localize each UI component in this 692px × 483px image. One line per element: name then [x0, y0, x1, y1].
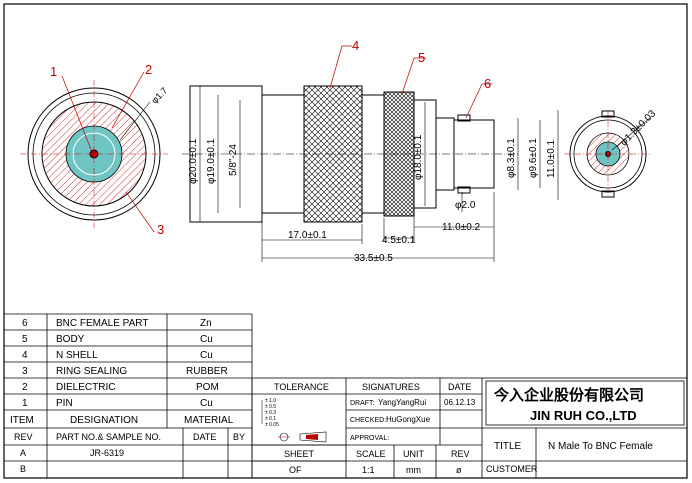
company-name-en: JIN RUH CO.,LTD — [530, 408, 637, 423]
rev-row-a: A — [20, 448, 26, 458]
tol-row: ± 0.5 — [265, 404, 276, 410]
draft-label: DRAFT: — [350, 400, 375, 407]
bom-material: Cu — [200, 398, 213, 409]
rev-row-b: B — [20, 464, 26, 474]
tol-row: ± 0.1 — [265, 416, 276, 422]
dim-thread: 5/8"-24 — [228, 144, 239, 176]
dim-len-4-5: 4.5±0.1 — [382, 235, 416, 246]
bom-material: RUBBER — [186, 366, 228, 377]
dim-phi-18: φ18.0±0.1 — [413, 134, 424, 180]
callout-3: 3 — [157, 222, 164, 237]
dim-phi-19: φ19.0±0.1 — [206, 138, 217, 184]
tolerance-label: TOLERANCE — [274, 382, 329, 392]
title-label: TITLE — [494, 441, 522, 452]
customer-label: CUSTOMER — [486, 464, 538, 474]
draft-date: 06.12.13 — [444, 398, 476, 407]
bom-item: 3 — [22, 366, 28, 377]
tol-row: ± 1.0 — [265, 398, 276, 404]
bom-rows: 6 BNC FEMALE PART Zn 5 BODY Cu 4 N SHELL… — [10, 318, 234, 426]
dim-len-11-v: 11.0±0.1 — [546, 139, 557, 178]
bom-item: 6 — [22, 318, 28, 329]
callout-1: 1 — [50, 64, 57, 79]
rev-header-by: BY — [233, 432, 245, 442]
rev-value: ø — [456, 465, 462, 475]
callout-5: 5 — [418, 50, 425, 65]
dim-phi-2: φ2.0 — [455, 200, 476, 211]
dim-len-33-5: 33.5±0.5 — [354, 253, 393, 264]
dim-len-17: 17.0±0.1 — [288, 230, 327, 241]
side-callout-leaders — [329, 45, 492, 119]
rev-label: REV — [451, 449, 470, 459]
unit-value: mm — [406, 465, 421, 475]
unit-label: UNIT — [403, 449, 424, 459]
sheet-label: SHEET — [284, 449, 315, 459]
bom-header-item: ITEM — [10, 415, 34, 426]
scale-value: 1:1 — [362, 465, 375, 475]
approval-label: APPROVAL: — [350, 435, 389, 442]
date-label: DATE — [448, 382, 471, 392]
bom-designation: PIN — [56, 398, 73, 409]
side-view — [182, 85, 520, 223]
dim-len-11: 11.0±0.2 — [442, 222, 481, 233]
callout-6: 6 — [484, 76, 491, 91]
rev-table: REV PART NO.& SAMPLE NO. DATE BY A JR-63… — [14, 432, 245, 474]
title-block-grid — [251, 377, 688, 479]
callout-4: 4 — [352, 38, 359, 53]
tol-row: ± 0.3 — [265, 410, 276, 416]
dim-phi-9-6: φ9.6±0.1 — [528, 138, 539, 178]
signatures-label: SIGNATURES — [362, 382, 420, 392]
dim-phi-1-7: φ1.7 — [149, 85, 169, 105]
bom-designation: BODY — [56, 334, 85, 345]
bom-designation: BNC FEMALE PART — [56, 318, 148, 329]
bom-material: POM — [196, 382, 219, 393]
rev-part-number: JR-6319 — [90, 448, 124, 458]
tolerance-symbols: ± 1.0 ± 0.5 ± 0.3 ± 0.1 ± 0.05 — [261, 398, 327, 443]
rev-header-part: PART NO.& SAMPLE NO. — [56, 432, 161, 442]
bom-material: Cu — [200, 350, 213, 361]
bom-designation: RING SEALING — [56, 366, 127, 377]
n-end-view — [20, 71, 168, 233]
bnc-end-view — [564, 110, 652, 198]
checked-label: CHECKED: — [350, 417, 386, 424]
dim-phi-1-3: φ1.3±0.03 — [618, 108, 658, 148]
callout-2: 2 — [145, 62, 152, 77]
bom-item: 4 — [22, 350, 28, 361]
bom-material: Zn — [200, 318, 212, 329]
bom-designation: N SHELL — [56, 350, 98, 361]
bom-designation: DIELECTRIC — [56, 382, 115, 393]
scale-label: SCALE — [356, 449, 386, 459]
bom-header-material: MATERIAL — [184, 415, 234, 426]
tol-row: ± 0.05 — [265, 422, 279, 428]
checked-name: HuGongXue — [386, 415, 431, 424]
sheet-value: OF — [289, 465, 302, 475]
bom-item: 5 — [22, 334, 28, 345]
dim-phi-8-3: φ8.3±0.1 — [506, 138, 517, 178]
rev-header-date: DATE — [193, 432, 216, 442]
title-value: N Male To BNC Female — [548, 441, 653, 452]
bom-header-designation: DESIGNATION — [70, 415, 138, 426]
side-dim-lines — [199, 86, 559, 262]
bom-item: 2 — [22, 382, 28, 393]
bom-material: Cu — [200, 334, 213, 345]
bom-item: 1 — [22, 398, 28, 409]
sheet-border — [3, 3, 688, 479]
company-name-cn: 今入企业股份有限公司 — [493, 386, 644, 404]
rev-header-rev: REV — [14, 432, 33, 442]
draft-name: YangYangRui — [378, 398, 426, 407]
dim-phi-20: φ20.0±0.1 — [188, 138, 199, 184]
